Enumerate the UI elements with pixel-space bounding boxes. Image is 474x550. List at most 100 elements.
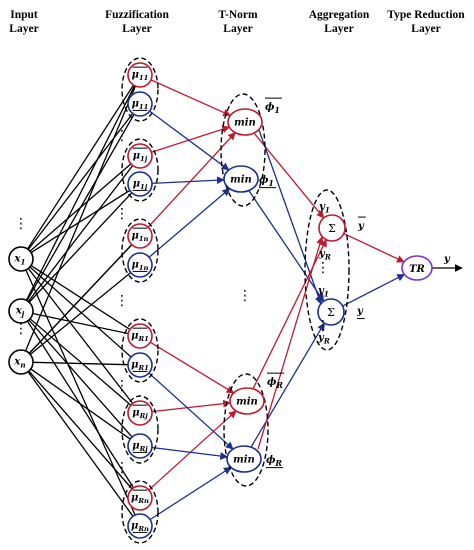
fuzz-node-8 [127, 400, 153, 426]
fuzz-dots-2: ⋮ [115, 206, 129, 222]
edge-fuzz-10-tnorm-2 [148, 410, 237, 491]
edge-fuzz-1-tnorm-1 [149, 110, 230, 171]
aggregation-layer-header-line1: Aggregation [309, 9, 370, 21]
tnorm-label-2: min [236, 397, 258, 408]
edge-fuzz-8-tnorm-2 [151, 399, 231, 413]
input-label-2: xn [13, 357, 25, 370]
fuzzification-layer-header-line2: Layer [122, 23, 151, 35]
fuzz-label-6: μR1 [131, 327, 149, 343]
agg-output-label-0: y [357, 216, 366, 232]
fuzz-node-0 [127, 62, 153, 88]
agg-bottom-label-0: yR [318, 249, 331, 262]
input-label-1: xj [15, 306, 25, 319]
agg-output-label-1: y [356, 306, 365, 320]
edge-input-extra-5 [32, 312, 129, 335]
agg-top-label-1-sub: 1 [324, 290, 329, 299]
edge-fuzz-7-tnorm-3 [148, 372, 234, 450]
fuzz-dots-1: ⋮ [115, 128, 129, 144]
edge-input-1-fuzz-2 [27, 165, 134, 302]
tnorm-output-label-0-sub: 1 [274, 106, 280, 115]
input-label-1-text: xj [15, 306, 25, 319]
fuzz-label-2-base: μ [133, 150, 140, 161]
fuzz-label-1-sub: 11 [139, 103, 149, 111]
fuzz-label-1: μ11 [132, 98, 149, 111]
aggregation-layer-header-line2: Layer [324, 23, 353, 35]
agg-node-1 [317, 298, 345, 326]
fuzz-label-4: μ1n [131, 227, 149, 243]
input-label-1-base: x [15, 306, 23, 317]
tnorm-label-1: min [230, 175, 252, 186]
agg-output-label-0-text: y [357, 221, 365, 232]
fuzz-node-4 [127, 223, 153, 249]
tnorm-output-label-2-base: ϕ [267, 377, 277, 388]
edge-tnorm-3-agg-0-cross [257, 236, 324, 450]
fuzz-label-4-base: μ [131, 230, 138, 241]
fuzz-label-3-base: μ [133, 178, 140, 189]
input-node-1 [8, 298, 34, 324]
input-label-0: x1 [14, 254, 26, 267]
agg-output-label-0-base: y [357, 221, 365, 232]
fuzz-label-1-text: μ11 [132, 98, 149, 111]
fuzz-label-0: μ11 [132, 66, 149, 82]
fuzz-label-8-base: μ [132, 407, 139, 418]
fuzz-label-0-sub: 11 [139, 74, 149, 82]
fuzz-label-11-base: μ [131, 520, 138, 531]
input-layer-header-line1: Input [10, 9, 38, 21]
agg-bottom-label-1-base: y [317, 333, 325, 344]
fuzz-label-5-base: μ [131, 259, 138, 270]
agg-dots-blue: ⋮ [316, 318, 330, 334]
input-label-0-text: x1 [14, 254, 26, 267]
agg-top-label-1-base: y [317, 286, 325, 297]
fuzz-label-9-text: μRj [132, 440, 148, 453]
agg-top-label-1-text: y1 [317, 286, 329, 299]
fuzz-label-11: μRn [131, 520, 149, 533]
connections [24, 79, 463, 521]
tnorm-output-label-2-text: ϕR [267, 377, 283, 390]
agg-symbol-0: Σ [328, 222, 336, 235]
fuzz-label-5: μ1n [131, 259, 148, 272]
tnorm-output-label-1-text: ϕ1 [259, 175, 274, 188]
layer-headers: Input Layer Fuzzification Layer T-Norm L… [9, 9, 465, 35]
input-layer-header-line2: Layer [9, 23, 38, 35]
type-reduction-layer-header-line1: Type Reduction [387, 9, 465, 21]
input-label-2-base: x [13, 357, 21, 368]
edge-fuzz-2-tnorm-0 [151, 125, 231, 153]
fuzz-group-0 [121, 57, 159, 122]
fuzz-group-2 [121, 218, 159, 283]
agg-bottom-label-1: yR [317, 333, 330, 346]
input-dots-lower: ⋮ [14, 321, 28, 337]
edge-fuzz-6-tnorm-2 [149, 341, 235, 394]
fuzz-label-3-sub: 1j [140, 183, 148, 191]
input-label-2-text: xn [13, 357, 25, 370]
edge-input-extra-11 [25, 269, 136, 516]
fuzz-label-7-text: μR1 [131, 359, 149, 372]
fuzz-label-10-text: μRn [131, 492, 149, 505]
tnorm-label-0: min [234, 118, 256, 129]
fuzz-label-8-text: μRj [132, 407, 148, 420]
nodes: x1xjxnμ11μ11μ1jμ1jμ1nμ1nμR1μR1μRjμRjμRnμ… [8, 62, 451, 539]
fuzz-label-4-sub: 1n [139, 235, 149, 243]
tnorm-node-2 [229, 387, 265, 415]
edge-input-0-fuzz-0 [26, 84, 135, 250]
edge-input-1-fuzz-3 [28, 192, 133, 303]
edge-input-extra-1 [30, 189, 131, 254]
type-reduction-layer-header-line2: Layer [411, 23, 440, 35]
network-output-label: y [443, 254, 451, 265]
tnorm-output-label-1-base: ϕ [259, 175, 269, 186]
fuzz-label-10-base: μ [131, 492, 138, 503]
fuzz-label-0-base: μ [132, 69, 139, 80]
edge-input-1-fuzz-8 [29, 318, 132, 406]
input-dots-upper: ⋮ [14, 216, 28, 232]
tnorm-layer-header-line1: T-Norm [218, 9, 258, 21]
edge-fuzz-11-tnorm-3 [149, 466, 232, 521]
edge-input-extra-3 [25, 85, 136, 301]
tnorm-output-label-0-text: ϕ1 [265, 102, 280, 115]
edge-tnorm-3-agg-1 [250, 322, 325, 448]
fuzz-dots-4: ⋮ [115, 378, 129, 394]
fuzz-label-7-sub: R1 [137, 364, 148, 372]
tnorm-output-label-0-base: ϕ [265, 102, 275, 113]
fuzz-label-8: μRj [132, 404, 148, 420]
edge-fuzz-0-tnorm-0 [150, 79, 232, 117]
agg-top-label-1: y1 [317, 286, 329, 299]
